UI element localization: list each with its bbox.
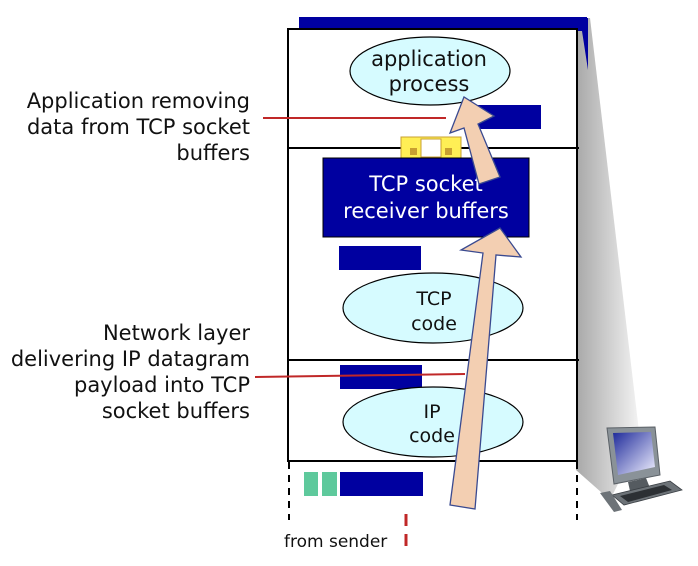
back-frame-side: [580, 18, 588, 70]
tcp-buffer-label-2: receiver buffers: [343, 199, 509, 223]
application-process-label-1: application: [371, 47, 487, 71]
tcp-buffer-label-1: TCP socket: [368, 172, 483, 196]
tcp-socket-receiver-buffers: [322, 157, 530, 238]
annotation-net-line-2: delivering IP datagram: [10, 347, 250, 371]
annotation-net-line-1: Network layer: [102, 321, 250, 345]
frame-payload: [340, 472, 423, 496]
zoom-perspective-shade: [576, 18, 640, 500]
socket-door-window: [420, 138, 442, 158]
annotation-net-line-3: payload into TCP: [73, 373, 250, 397]
application-process-label-2: process: [389, 72, 470, 96]
annotation-app-line-3: buffers: [176, 141, 250, 165]
annotation-app-line-1: Application removing: [26, 89, 250, 113]
application-process-ellipse: [349, 36, 511, 106]
app-read-arrow: [448, 96, 501, 185]
annotation-line-network: [254, 373, 466, 378]
ip-code-label-2: code: [409, 425, 455, 447]
annotation-app-removing: Application removing data from TCP socke…: [27, 88, 250, 166]
frame-header-2: [322, 472, 337, 496]
annotation-network-delivering: Network layer delivering IP datagram pay…: [11, 320, 250, 424]
back-frame-bar: [299, 17, 587, 31]
delivery-arrow: [449, 227, 523, 510]
socket-door-knob-left: [410, 148, 417, 155]
tcp-code-label-2: code: [411, 313, 457, 335]
from-sender-label: from sender: [284, 532, 387, 552]
annotation-app-line-2: data from TCP socket: [26, 115, 250, 139]
frame-header-1: [304, 472, 318, 496]
tcp-code-label-1: TCP: [415, 288, 451, 310]
tcp-segment-chunk: [339, 246, 421, 270]
socket-door-knob-right: [445, 148, 452, 155]
ip-code-label-1: IP: [423, 401, 440, 423]
ip-datagram-chunk: [340, 365, 422, 389]
desktop-computer-icon: [600, 426, 683, 512]
annotation-net-line-4: socket buffers: [101, 399, 250, 423]
